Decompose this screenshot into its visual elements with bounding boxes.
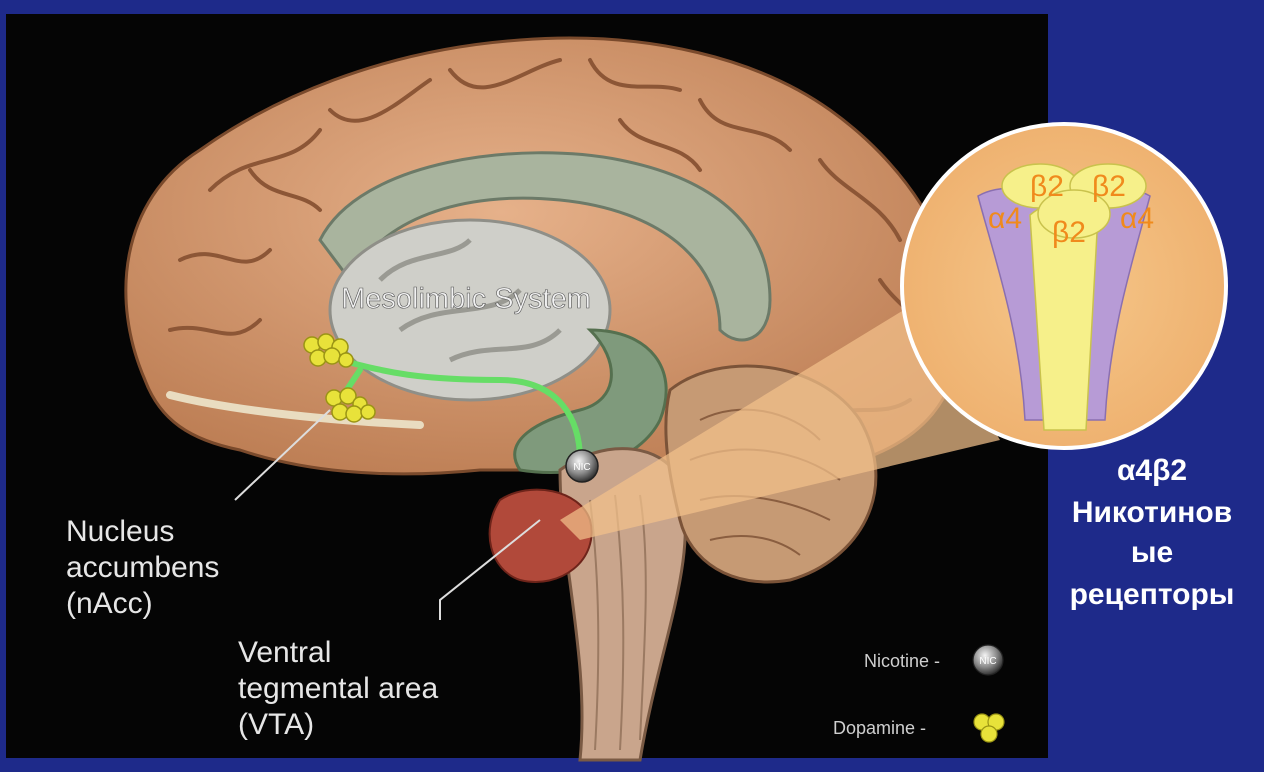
side-caption: α4β2 Никотинов ые рецепторы <box>1070 454 1235 611</box>
nicotine-marker-text: NIC <box>573 462 590 473</box>
receptor-zoom: α4 α4 β2 β2 β2 <box>900 122 1228 450</box>
olfactory-tract <box>166 391 424 429</box>
beta-subunit-center-top <box>1037 189 1111 239</box>
side-caption-line-3: ые <box>1131 536 1173 569</box>
zoom-wedge <box>560 300 1000 540</box>
nacc-leader-line <box>234 409 331 501</box>
side-caption-line-4: рецепторы <box>1070 578 1235 611</box>
nicotine-marker <box>565 449 599 483</box>
corpus-callosum <box>318 151 772 342</box>
side-caption-line-1: α4β2 <box>1117 454 1187 487</box>
subunit-label-beta-center: β2 <box>1052 216 1086 249</box>
subunit-label-alpha-left: α4 <box>988 202 1022 235</box>
inner-structure-lines <box>378 238 562 363</box>
legend-nicotine-label: Nicotine - <box>864 651 940 671</box>
legend: Nicotine - NIC Dopamine - <box>833 644 1005 743</box>
hippocampus <box>513 328 668 475</box>
nacc-label-line-3: (nAcc) <box>66 587 153 620</box>
subunit-label-alpha-right: α4 <box>1120 202 1154 235</box>
vta-label-line-1: Ventral <box>238 636 331 669</box>
mesolimbic-system-label: Mesolimbic System <box>341 283 591 315</box>
nacc-label: Nucleus accumbens (nAcc) <box>66 515 219 620</box>
subunit-label-beta-top-left: β2 <box>1030 170 1064 203</box>
nacc-label-line-2: accumbens <box>66 551 219 584</box>
legend-dopamine-label: Dopamine - <box>833 718 926 738</box>
brain-illustration: NIC <box>124 36 962 762</box>
vta-label: Ventral tegmental area (VTA) <box>238 636 438 741</box>
subunit-label-beta-top-right: β2 <box>1092 170 1126 203</box>
legend-dopamine-icon <box>973 713 1005 743</box>
legend-nicotine-icon-text: NIC <box>979 656 996 667</box>
vta-label-line-2: tegmental area <box>238 672 438 705</box>
vta-label-line-3: (VTA) <box>238 708 314 741</box>
nacc-label-line-1: Nucleus <box>66 515 174 548</box>
dopamine-cluster-lower <box>325 387 376 423</box>
vta-leader-line <box>439 519 541 620</box>
vta-region <box>488 488 593 583</box>
dopamine-cluster-upper <box>303 333 354 368</box>
side-caption-line-2: Никотинов <box>1072 496 1232 529</box>
legend-nicotine-icon <box>972 644 1004 676</box>
